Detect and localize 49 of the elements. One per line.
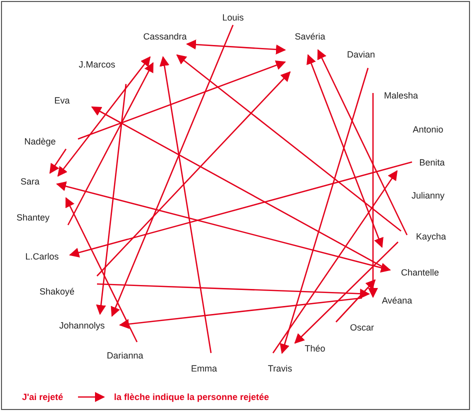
arrow [272,170,398,354]
legend-text: la flèche indique la personne rejetée [114,393,270,402]
person-name: Darianna [106,352,144,360]
person-name: Cassandra [143,32,187,42]
arrow [49,148,67,174]
arrow [294,242,398,344]
person-name: Savéria [294,32,326,42]
arrow [368,93,378,298]
person-name: Davian [347,50,375,60]
arrow [96,84,127,315]
legend-text: J'ai rejeté [22,393,64,402]
person-name: Théo [304,344,326,354]
arrow [96,283,370,299]
arrow [96,71,291,276]
person-name: Avéana [382,296,412,306]
person-name: Eva [54,96,70,106]
person-name: Nadège [24,138,56,146]
person-name: Oscar [350,324,374,332]
arrow [306,54,384,248]
arrow [110,24,234,317]
arrow [160,56,212,354]
arrow [69,161,412,258]
person-name: Malesha [384,92,418,100]
person-name: Antonio [412,126,444,134]
arrow [67,62,154,226]
arrow [119,297,362,329]
person-name: Travis [268,364,292,374]
arrow [317,49,408,236]
person-name: Benita [419,158,445,168]
person-name: J.Marcos [78,60,116,70]
person-name: Emma [191,364,217,374]
person-name: Shakoyé [39,288,75,296]
arrow [91,106,384,268]
person-name: Julianny [411,192,445,200]
arrow [336,279,376,322]
person-name: Johannolys [59,322,105,330]
person-name: Sara [20,178,40,186]
person-name: Shantey [16,214,50,222]
person-name: Kaycha [416,232,446,242]
arrow [186,40,286,54]
arrow [78,60,286,140]
arrow [65,197,138,342]
person-name: L.Carlos [25,252,59,262]
arrow [176,54,402,232]
arrow [57,56,151,177]
person-name: Chantelle [400,268,440,278]
person-name: Louis [222,14,244,22]
arrow [280,68,369,354]
arrow [56,181,391,273]
